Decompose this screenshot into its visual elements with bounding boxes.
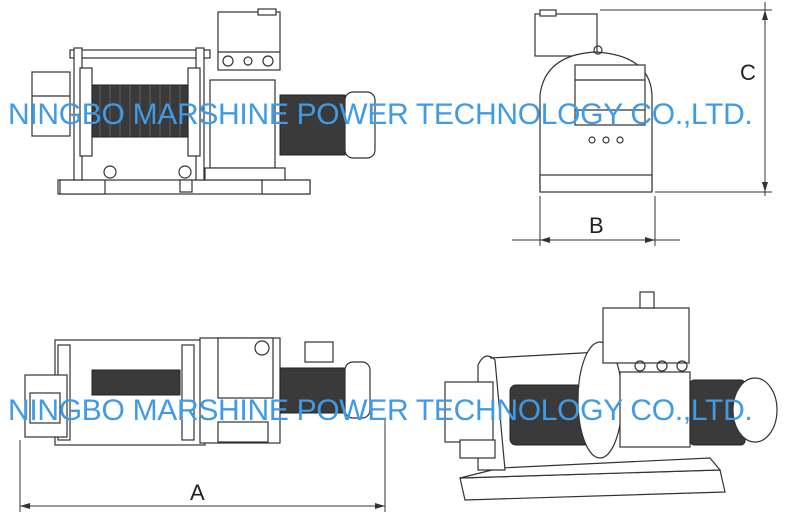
watermark-top: NINGBO MARSHINE POWER TECHNOLOGY CO.,LTD…	[8, 98, 753, 131]
watermark-bottom: NINGBO MARSHINE POWER TECHNOLOGY CO.,LTD…	[8, 394, 753, 427]
top-view	[19, 337, 386, 512]
side-view	[512, 2, 772, 246]
dimension-label-b: B	[589, 213, 604, 238]
isometric-view	[444, 291, 778, 501]
dimension-label-c: C	[740, 60, 756, 85]
dimension-label-a: A	[190, 480, 205, 505]
front-view	[31, 8, 376, 195]
